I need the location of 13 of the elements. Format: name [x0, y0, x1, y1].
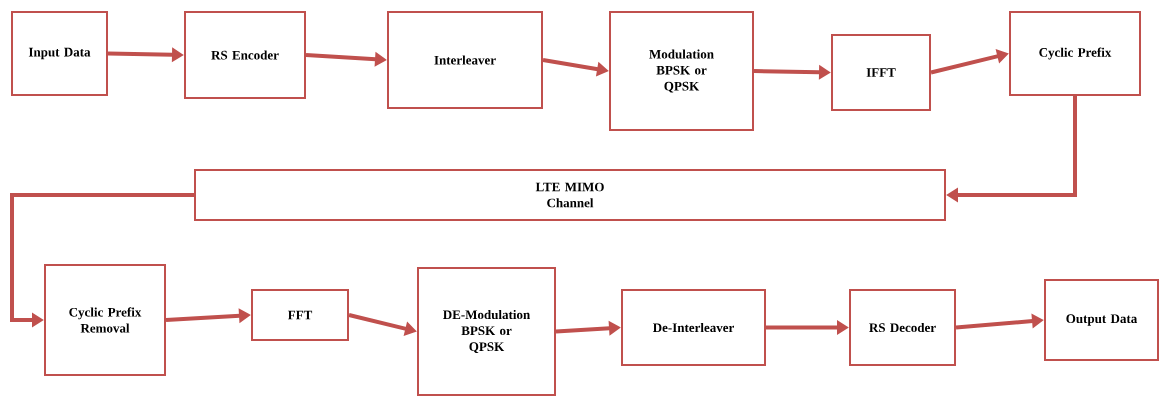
process-box: Cyclic Prefix: [1009, 11, 1141, 96]
channel-box: LTE MIMO Channel: [194, 169, 946, 221]
process-box: DE-Modulation BPSK or QPSK: [417, 267, 556, 396]
process-box: De-Interleaver: [621, 289, 766, 366]
process-box: IFFT: [831, 34, 931, 111]
process-box: RS Decoder: [849, 289, 956, 366]
process-box: Input Data: [11, 11, 108, 96]
process-box: FFT: [251, 289, 349, 341]
process-box: Interleaver: [387, 11, 543, 109]
process-box: Cyclic Prefix Removal: [44, 264, 166, 376]
process-box: RS Encoder: [184, 11, 306, 99]
process-box: Output Data: [1044, 279, 1159, 361]
process-box: Modulation BPSK or QPSK: [609, 11, 754, 131]
